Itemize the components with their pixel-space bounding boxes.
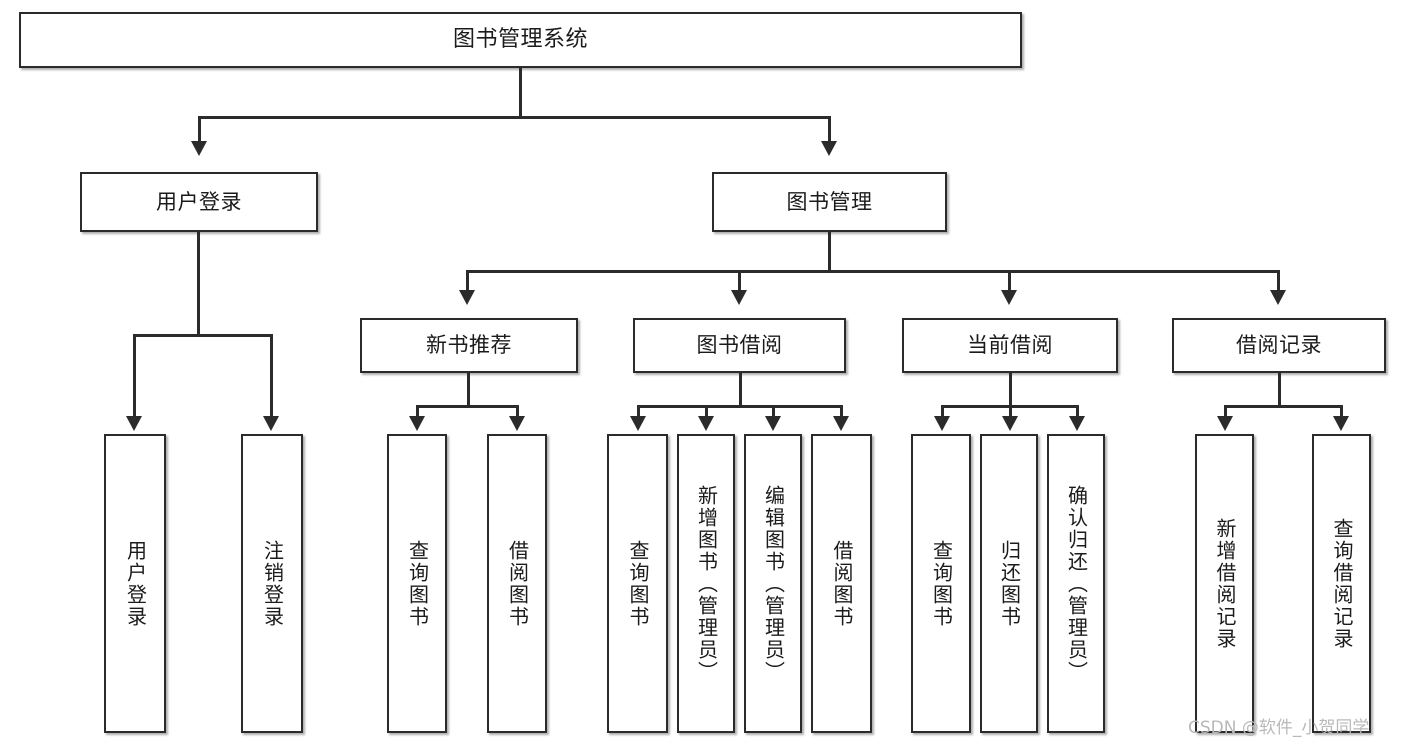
connector-bookborrow-leaf3	[772, 405, 775, 418]
leaf-borrowrecord-query-record[interactable]: 查询借阅记录	[1312, 434, 1371, 733]
connector-borrowrecord-bus	[1224, 405, 1343, 408]
node-book-management[interactable]: 图书管理	[712, 172, 947, 232]
connector-bookborrow-stem	[739, 373, 742, 407]
leaf-borrowrecord-add-record[interactable]: 新增借阅记录	[1195, 434, 1254, 733]
connector-newbook-leaf1	[416, 405, 419, 418]
connector-bookborrow-leaf2	[705, 405, 708, 418]
arrowhead-newbook-leaf1	[409, 416, 425, 431]
node-label: 新增图书（管理员）	[694, 484, 719, 683]
arrowhead-currentborrow-leaf2	[1002, 416, 1018, 431]
arrowhead-l3-4	[1270, 290, 1286, 305]
node-label: 新书推荐	[426, 333, 512, 358]
node-label: 查询图书	[929, 539, 954, 628]
connector-bookmgmt-bus	[466, 270, 1280, 273]
leaf-bookborrow-add-book-admin[interactable]: 新增图书（管理员）	[677, 434, 735, 733]
node-label: 查询图书	[626, 539, 650, 628]
leaf-newbook-query-book[interactable]: 查询图书	[387, 434, 447, 733]
connector-borrowrecord-leaf2	[1340, 405, 1343, 418]
connector-newbook-leaf2	[516, 405, 519, 418]
arrowhead-borrowrecord-leaf2	[1333, 416, 1349, 431]
node-label: 当前借阅	[967, 333, 1053, 358]
arrowhead-login-leaf1	[126, 416, 142, 431]
connector-currentborrow-leaf3	[1076, 405, 1079, 418]
arrowhead-l3-3	[1001, 290, 1017, 305]
arrowhead-bookborrow-leaf2	[698, 416, 714, 431]
node-label: 用户登录	[123, 539, 148, 628]
connector-newbook-stem	[467, 373, 470, 407]
connector-bookmgmt-stem	[828, 232, 831, 272]
leaf-currentborrow-return-book[interactable]: 归还图书	[980, 434, 1038, 733]
leaf-currentborrow-query-book[interactable]: 查询图书	[911, 434, 971, 733]
arrowhead-l3-1	[459, 290, 475, 305]
arrowhead-bookborrow-leaf3	[765, 416, 781, 431]
node-label: 借阅记录	[1236, 333, 1322, 358]
node-label: 图书管理	[786, 189, 873, 214]
arrowhead-borrowrecord-leaf1	[1217, 416, 1233, 431]
arrowhead-l3-2	[731, 290, 747, 305]
arrowhead-currentborrow-leaf3	[1069, 416, 1085, 431]
arrowhead-newbook-leaf2	[509, 416, 525, 431]
leaf-bookborrow-edit-book-admin[interactable]: 编辑图书（管理员）	[744, 434, 802, 733]
watermark-text: CSDN @软件_小贺同学	[1188, 718, 1370, 738]
connector-bookmgmt-to-l3-1	[466, 270, 469, 292]
node-label: 借阅图书	[830, 539, 854, 628]
node-label: 归还图书	[997, 539, 1022, 628]
connector-root-stem	[519, 68, 522, 118]
connector-login-stem	[197, 232, 200, 336]
node-new-book-recommend[interactable]: 新书推荐	[360, 318, 578, 373]
connector-currentborrow-leaf2	[1009, 405, 1012, 418]
node-user-login[interactable]: 用户登录	[80, 172, 318, 232]
connector-bookmgmt-to-l3-2	[738, 270, 741, 292]
connector-newbook-bus	[416, 405, 519, 408]
connector-login-to-leaf1	[133, 334, 136, 418]
connector-root-to-bookmgmt	[828, 116, 831, 143]
connector-borrowrecord-stem	[1278, 373, 1281, 407]
leaf-bookborrow-query-book[interactable]: 查询图书	[607, 434, 668, 733]
connector-login-to-leaf2	[270, 334, 273, 418]
node-label: 新增借阅记录	[1213, 517, 1237, 650]
node-root-system[interactable]: 图书管理系统	[19, 12, 1022, 68]
connector-root-bus	[198, 116, 831, 119]
node-label: 图书管理系统	[452, 27, 588, 53]
leaf-newbook-borrow-book[interactable]: 借阅图书	[487, 434, 547, 733]
connector-currentborrow-leaf1	[941, 405, 944, 418]
connector-login-bus	[133, 334, 272, 337]
connector-bookmgmt-to-l3-4	[1277, 270, 1280, 292]
node-label: 确认归还（管理员）	[1064, 484, 1089, 683]
connector-bookmgmt-to-l3-3	[1008, 270, 1011, 292]
node-label: 查询图书	[405, 539, 430, 628]
arrowhead-root-to-bookmgmt	[821, 141, 837, 156]
connector-borrowrecord-leaf1	[1224, 405, 1227, 418]
connector-currentborrow-stem	[1009, 373, 1012, 407]
node-label: 图书借阅	[696, 333, 783, 358]
arrowhead-bookborrow-leaf1	[630, 416, 646, 431]
node-label: 用户登录	[156, 189, 242, 214]
leaf-bookborrow-borrow-book[interactable]: 借阅图书	[811, 434, 872, 733]
node-book-borrow[interactable]: 图书借阅	[633, 318, 846, 373]
connector-bookborrow-leaf1	[637, 405, 640, 418]
arrowhead-currentborrow-leaf1	[934, 416, 950, 431]
arrowhead-bookborrow-leaf4	[833, 416, 849, 431]
leaf-user-login[interactable]: 用户登录	[104, 434, 166, 733]
leaf-logout[interactable]: 注销登录	[241, 434, 303, 733]
arrowhead-root-to-login	[191, 141, 207, 156]
connector-bookborrow-bus	[637, 405, 843, 408]
node-label: 查询借阅记录	[1330, 517, 1354, 650]
arrowhead-login-leaf2	[263, 416, 279, 431]
node-borrow-record[interactable]: 借阅记录	[1172, 318, 1386, 373]
node-label: 借阅图书	[505, 539, 530, 628]
leaf-currentborrow-confirm-return-admin[interactable]: 确认归还（管理员）	[1047, 434, 1105, 733]
node-label: 编辑图书（管理员）	[761, 484, 786, 683]
node-label: 注销登录	[260, 539, 285, 628]
connector-bookborrow-leaf4	[840, 405, 843, 418]
node-current-borrow[interactable]: 当前借阅	[902, 318, 1118, 373]
connector-root-to-login	[198, 116, 201, 143]
